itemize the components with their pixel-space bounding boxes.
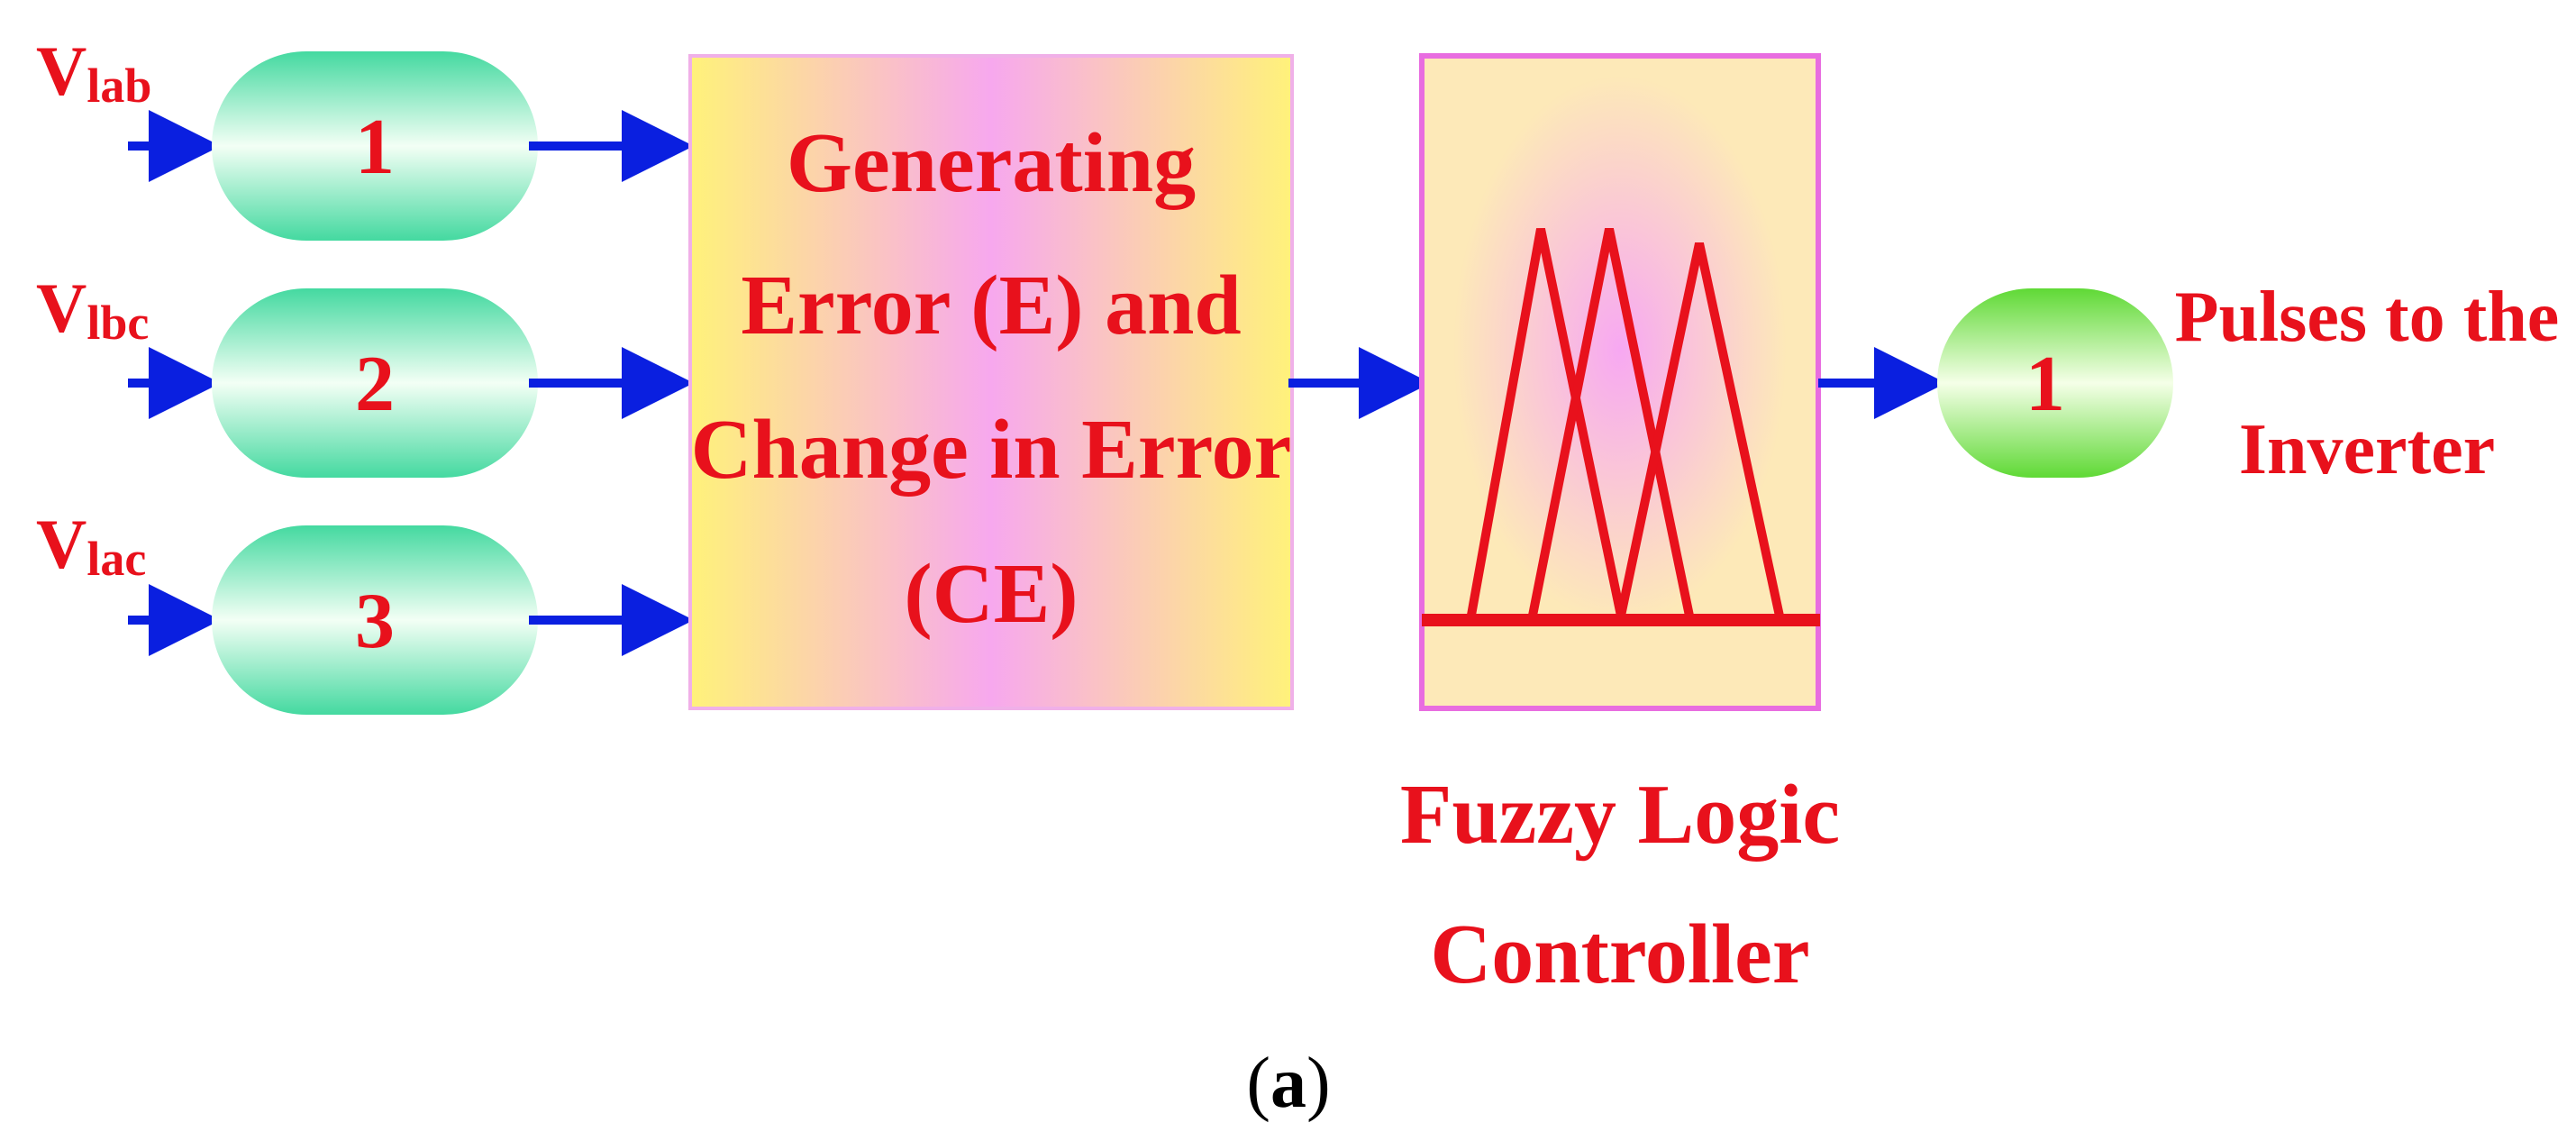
- input-port-2[interactable]: [212, 288, 538, 478]
- membership-triangle-3: [1616, 242, 1785, 622]
- input-port-3[interactable]: [212, 525, 538, 715]
- input-label-1-sub: lab: [86, 59, 151, 113]
- flc-title-line-1: Fuzzy Logic: [1400, 768, 1840, 862]
- output-row: 1 Pulses to the Inverter: [1937, 278, 2559, 489]
- error-block-line-1: Generating: [787, 116, 1196, 210]
- input-row-1: Vlab 1: [36, 32, 694, 241]
- error-block-line-4: (CE): [904, 547, 1078, 641]
- membership-triangle-1: [1466, 227, 1626, 622]
- input-label-2-main: V: [36, 269, 86, 347]
- output-label-line-2: Inverter: [2239, 410, 2495, 489]
- error-block-line-2: Error (E) and: [741, 259, 1241, 352]
- input-label-1-main: V: [36, 32, 86, 110]
- error-block-box: [688, 54, 1294, 710]
- input-label-3-main: V: [36, 505, 86, 583]
- flc-block[interactable]: Fuzzy Logic Controller: [1400, 53, 1840, 1001]
- input-label-3: Vlac: [36, 505, 146, 586]
- membership-functions-icon: [1422, 227, 1820, 626]
- error-block-line-3: Change in Error: [691, 403, 1292, 497]
- output-label-line-1: Pulses to the: [2175, 278, 2560, 357]
- flc-title-line-2: Controller: [1430, 908, 1809, 1001]
- input-label-1: Vlab: [36, 32, 151, 113]
- input-label-2: Vlbc: [36, 269, 149, 350]
- input-port-1-number: 1: [355, 104, 395, 191]
- input-port-3-number: 3: [355, 578, 395, 665]
- output-port-number: 1: [2025, 341, 2065, 428]
- input-port-2-number: 2: [355, 341, 395, 428]
- error-block[interactable]: Generating Error (E) and Change in Error…: [688, 54, 1294, 710]
- input-row-2: Vlbc 2: [36, 269, 694, 478]
- input-label-3-sub: lac: [86, 532, 146, 586]
- output-port[interactable]: [1937, 288, 2173, 478]
- caption-open: (: [1246, 1044, 1270, 1123]
- input-label-2-sub: lbc: [86, 296, 149, 350]
- input-row-3: Vlac 3: [36, 505, 694, 715]
- caption-close: ): [1306, 1044, 1331, 1123]
- input-port-1[interactable]: [212, 51, 538, 241]
- caption-letter: a: [1270, 1044, 1306, 1123]
- figure-caption: (a): [1246, 1044, 1330, 1123]
- membership-triangle-2: [1527, 227, 1695, 622]
